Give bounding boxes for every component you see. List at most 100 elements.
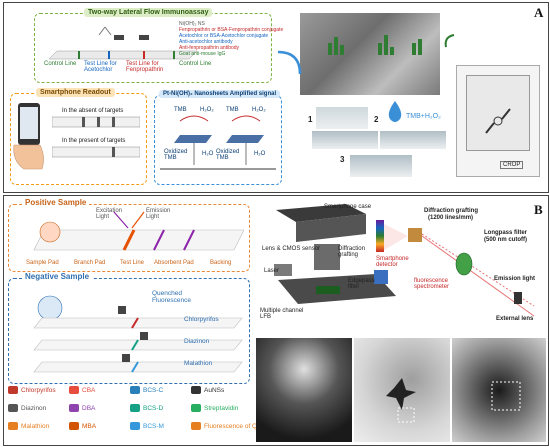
optics-lens: External lens bbox=[496, 316, 534, 322]
panel-b-label: B bbox=[534, 202, 543, 217]
legend-entry: Chlorpyrifos bbox=[8, 386, 56, 394]
optics-filter-spec: (500 nm cutoff) bbox=[484, 237, 528, 243]
optics-grating-spec: (1200 lines/mm) bbox=[428, 215, 474, 221]
legend-entry: AuNSs bbox=[191, 386, 224, 394]
optics-detector: Smartphone detector bbox=[376, 256, 409, 268]
legend-item: Acetochlor or BSA-Acetochlor conjugate bbox=[179, 33, 269, 39]
legend-label: MBA bbox=[82, 422, 97, 430]
legend-swatch bbox=[191, 386, 201, 394]
strip-absence bbox=[52, 116, 140, 128]
strip-presence bbox=[52, 146, 140, 158]
optics-grating: Diffraction grafting bbox=[424, 208, 478, 214]
chem-h2o-1: H₂O bbox=[202, 151, 214, 157]
legend-entry: BCS-C bbox=[130, 386, 163, 394]
strip-image-2 bbox=[380, 131, 446, 149]
legend-item: Anti-acetochlor antibody bbox=[179, 39, 233, 45]
tem-image-montage bbox=[300, 13, 440, 95]
legend-entry: CBA bbox=[69, 386, 95, 394]
device-multi-channel: Multiple channel LFB bbox=[260, 308, 304, 320]
strip-label-acetochlor: Test Line for Acetochlor bbox=[84, 61, 117, 73]
device-edgepass: Edgepass filter bbox=[348, 278, 375, 290]
positive-strip-diagram bbox=[33, 211, 244, 251]
legend-swatch bbox=[130, 422, 140, 430]
strip-part-sample-pad: Sample Pad bbox=[26, 260, 59, 266]
panel-a: A Two-way Lateral Flow Immunoassay Contr… bbox=[3, 2, 549, 193]
device-lens-cmos: Lens & CMOS sensor bbox=[262, 246, 321, 252]
strip-label-control-2: Control Line bbox=[179, 61, 212, 67]
legend-swatch bbox=[69, 404, 79, 412]
legend-entry: MBA bbox=[69, 422, 96, 430]
strip-part-backing: Backing bbox=[210, 260, 232, 266]
nanostar-overlay-2 bbox=[491, 381, 521, 411]
panel-a-label: A bbox=[534, 5, 544, 20]
negative-strip-diagram bbox=[33, 295, 243, 373]
strip-image-1 bbox=[312, 131, 378, 149]
lfia-title: Two-way Lateral Flow Immunoassay bbox=[84, 8, 213, 17]
hand-gesture-icon bbox=[485, 108, 511, 134]
presence-label: In the present of targets bbox=[62, 138, 126, 144]
analyte-chlorpyrifos: Chlorpyrifos bbox=[184, 316, 219, 323]
legend-entry: BCS-D bbox=[130, 404, 163, 412]
app-crop-area bbox=[466, 75, 530, 151]
legend-swatch bbox=[130, 386, 140, 394]
legend-entry: Malathion bbox=[8, 422, 49, 430]
chem-oxtmb-1: Oxidized TMB bbox=[164, 149, 188, 161]
optics-diagram bbox=[376, 220, 535, 317]
chem-tmb-1: TMB bbox=[174, 107, 187, 113]
legend-swatch bbox=[130, 404, 140, 412]
legend-item: Ni(OH)₂ NS bbox=[179, 21, 205, 27]
chem-h2o2-2: H₂O₂ bbox=[252, 107, 266, 113]
strip-part-test-line: Test Line bbox=[120, 260, 145, 266]
positive-title: Positive Sample bbox=[22, 198, 90, 207]
fluorescence-image bbox=[256, 338, 352, 442]
device-grating: Diffraction grafting bbox=[338, 246, 365, 258]
legend-swatch bbox=[69, 422, 79, 430]
step-1: 1 bbox=[308, 115, 313, 124]
legend-label: Malathion bbox=[21, 422, 50, 430]
legend-label: Diazinon bbox=[21, 404, 47, 412]
device-laser: Laser bbox=[264, 268, 280, 274]
legend-swatch bbox=[8, 404, 18, 412]
spectra-overlay bbox=[328, 35, 422, 55]
legend-swatch bbox=[191, 404, 201, 412]
device-diagram bbox=[274, 204, 396, 304]
legend-entry: Streptavidin bbox=[191, 404, 238, 412]
catalysis-diagram bbox=[160, 115, 276, 170]
pt-title: Pt-Ni(OH)₂ Nanosheets Amplified signal bbox=[159, 90, 281, 98]
chem-tmb-2: TMB bbox=[226, 107, 239, 113]
analyte-diazinon: Diazinon bbox=[184, 338, 210, 345]
tem-image-2 bbox=[452, 338, 546, 442]
droplet-icon bbox=[388, 101, 402, 122]
strip-part-branch-pad: Branch Pad bbox=[74, 260, 106, 266]
legend-item: Anti-fenpropathrin antibody bbox=[179, 45, 240, 51]
lfia-legend: Ni(OH)₂ NS Fenpropathrin or BSA-Fenpropa… bbox=[179, 21, 283, 57]
legend-label: AuNSs bbox=[204, 386, 225, 394]
chem-h2o-2: H₂O bbox=[254, 151, 266, 157]
optics-filter: Longpass filter bbox=[484, 230, 528, 236]
chem-oxtmb-2: Oxidized TMB bbox=[216, 149, 240, 161]
panel-b: B Positive Sample Excitation Light Emiss… bbox=[3, 195, 549, 446]
nanostar-overlay-1 bbox=[386, 378, 416, 423]
legend-entry: Fluorescence of QDs bbox=[191, 422, 265, 430]
legend-label: BCS-D bbox=[143, 404, 164, 412]
legend-label: BCS-C bbox=[143, 386, 164, 394]
negative-box bbox=[8, 278, 250, 384]
legend-label: Fluorescence of QDs bbox=[204, 422, 266, 430]
legend-swatch bbox=[8, 422, 18, 430]
legend-label: Streptavidin bbox=[204, 404, 239, 412]
circular-arrow-icon bbox=[444, 34, 455, 48]
strip-label-fenpropathrin: Test Line for Fenpropathrin bbox=[126, 61, 164, 73]
legend-label: DBA bbox=[82, 404, 96, 412]
crop-button: CROP bbox=[500, 161, 524, 169]
quenched-label: Quenched Fluorescence bbox=[152, 290, 192, 304]
legend-swatch bbox=[191, 422, 201, 430]
legend-label: BCS-M bbox=[143, 422, 164, 430]
strip-label-control-1: Control Line bbox=[44, 61, 77, 67]
smartphone-title: Smartphone Readout bbox=[36, 88, 115, 97]
legend-item: Goat anti-mouse IgG bbox=[179, 51, 226, 57]
legend-entry: Diazinon bbox=[8, 404, 46, 412]
tmb-label: TMB+H₂O₂ bbox=[406, 113, 441, 120]
optics-spectrometer: fluorescence spectrometer bbox=[414, 278, 450, 290]
legend-entry: DBA bbox=[69, 404, 95, 412]
